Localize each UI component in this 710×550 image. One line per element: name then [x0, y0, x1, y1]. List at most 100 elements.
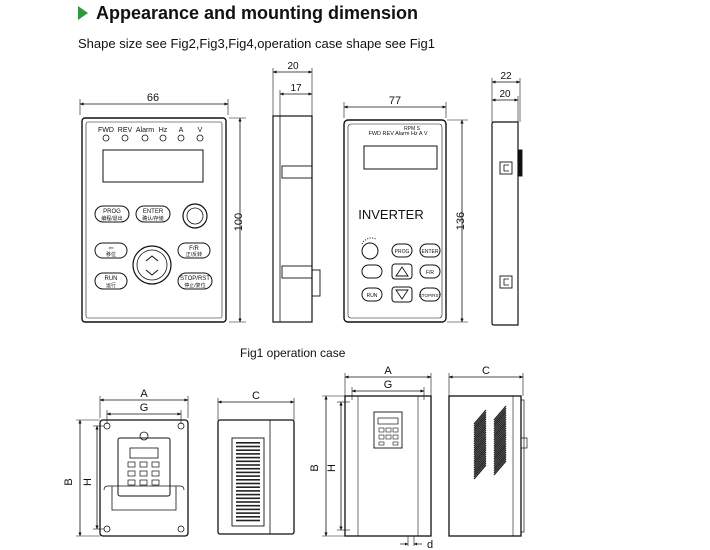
vent-slot [493, 436, 507, 452]
vent-slot [236, 508, 260, 511]
shift-button-sublabel: 移位 [106, 251, 116, 258]
indicator-hz: Hz [159, 127, 168, 134]
indicator-rev: REV [118, 127, 133, 134]
vent-slot [473, 424, 487, 440]
panel-a-labels: 66 100 FWD REV Alarm Hz A V PROG 编程/退出 E… [98, 92, 245, 289]
vent-slot [236, 445, 260, 448]
vent-slot [493, 442, 507, 458]
vent-slot [493, 438, 507, 454]
prog-button-sublabel: 编程/退出 [101, 215, 122, 222]
dim-h2-label: H [326, 464, 338, 472]
vent-slot [236, 486, 260, 488]
drive-small-side [217, 398, 295, 535]
dim-h-label: H [82, 478, 94, 486]
vent-slot [236, 516, 260, 518]
dim-c2-label: C [482, 365, 490, 377]
vent-slot [473, 433, 487, 449]
side-b-outer-dim: 22 [500, 71, 512, 82]
section-subtitle: Shape size see Fig2,Fig3,Fig4,operation … [78, 36, 435, 51]
vent-slot [493, 451, 507, 467]
inverter-brand: INVERTER [358, 207, 424, 222]
vent-slot [473, 420, 487, 436]
vent-slot [473, 462, 487, 478]
vent-slot [493, 440, 507, 456]
vent-slot [236, 519, 260, 522]
run-button-sublabel: 运行 [106, 282, 116, 289]
fr-button-label: F/R [189, 246, 199, 252]
side-b-labels: 22 20 [499, 71, 512, 100]
fig1-caption: Fig1 operation case [240, 346, 346, 360]
vent-slot [236, 460, 260, 463]
vent-slot [473, 435, 487, 451]
vent-slot [493, 427, 507, 443]
vent-slot [236, 449, 260, 451]
operation-panel-a-side [272, 68, 321, 323]
dim-a-label: A [140, 388, 148, 400]
vent-slot [473, 416, 487, 432]
vent-slot [236, 479, 260, 481]
side-b-inner-dim: 20 [499, 89, 511, 100]
shift-button-label: ⇦ [108, 246, 113, 252]
vent-slot [473, 429, 487, 445]
dim-a2-label: A [384, 365, 392, 377]
vent-slot [473, 413, 487, 429]
vent-slot [493, 405, 507, 421]
drive-large-side [448, 373, 528, 537]
panel-a-width-label: 66 [147, 92, 159, 104]
vent-slot [493, 418, 507, 434]
stop-button-sublabel: 停止/复位 [184, 282, 205, 289]
vent-slot [493, 456, 507, 472]
drive-large-front [322, 373, 432, 546]
vent-slot [473, 411, 487, 427]
drive-large-front-labels: A G B H d [309, 365, 433, 550]
panel-b-indicators: FWD REV Alarm Hz A V [369, 131, 428, 137]
vent-slot [236, 497, 260, 500]
enter-button-sublabel: 确认/存储 [142, 215, 163, 222]
vent-slot [236, 490, 260, 492]
dim-b2-label: B [309, 464, 321, 471]
side-a-inner-dim: 17 [290, 83, 302, 94]
indicator-v: V [198, 127, 203, 134]
vent-slot [493, 423, 507, 439]
operation-panel-b-side [491, 78, 523, 326]
section-header: Appearance and mounting dimension [78, 2, 418, 24]
vent-slot [236, 504, 260, 507]
vent-slot [493, 434, 507, 450]
vent-slot [493, 445, 507, 461]
vent-slot [236, 456, 260, 459]
prog-button-label: PROG [103, 209, 121, 215]
vent-slot [493, 416, 507, 432]
dim-b-label: B [63, 478, 75, 485]
fr-button-sublabel: 正/反转 [186, 251, 202, 258]
vent-slot [236, 464, 260, 466]
enter-button-label: ENTER [143, 209, 164, 215]
vent-slot [493, 460, 507, 476]
drive-small-side-vent [236, 442, 260, 522]
stop-button-label: STOP/RST [180, 276, 210, 282]
vent-slot [236, 482, 260, 485]
vent-slot [493, 407, 507, 423]
vent-slot [473, 438, 487, 454]
vent-slot [493, 425, 507, 441]
indicator-fwd: FWD [98, 127, 114, 134]
vent-slot [473, 453, 487, 469]
dim-d-label: d [427, 539, 433, 550]
vent-slot [493, 409, 507, 425]
vent-slot [493, 449, 507, 465]
vent-slot [473, 464, 487, 480]
vent-slot [493, 458, 507, 474]
vent-slot [236, 467, 260, 470]
vent-slot [493, 412, 507, 428]
panel-b-enter-label: ENTER [422, 249, 439, 255]
vent-slot [473, 455, 487, 471]
panel-b-height-label: 136 [455, 212, 467, 230]
vent-slot [473, 409, 487, 425]
panel-a-height-label: 100 [233, 213, 245, 231]
vent-slot [473, 444, 487, 460]
side-a-outer-dim: 20 [287, 61, 299, 72]
panel-b-fr-label: F/R [426, 270, 434, 276]
vent-slot [236, 493, 260, 496]
vent-slot [493, 420, 507, 436]
vent-slot [473, 427, 487, 443]
